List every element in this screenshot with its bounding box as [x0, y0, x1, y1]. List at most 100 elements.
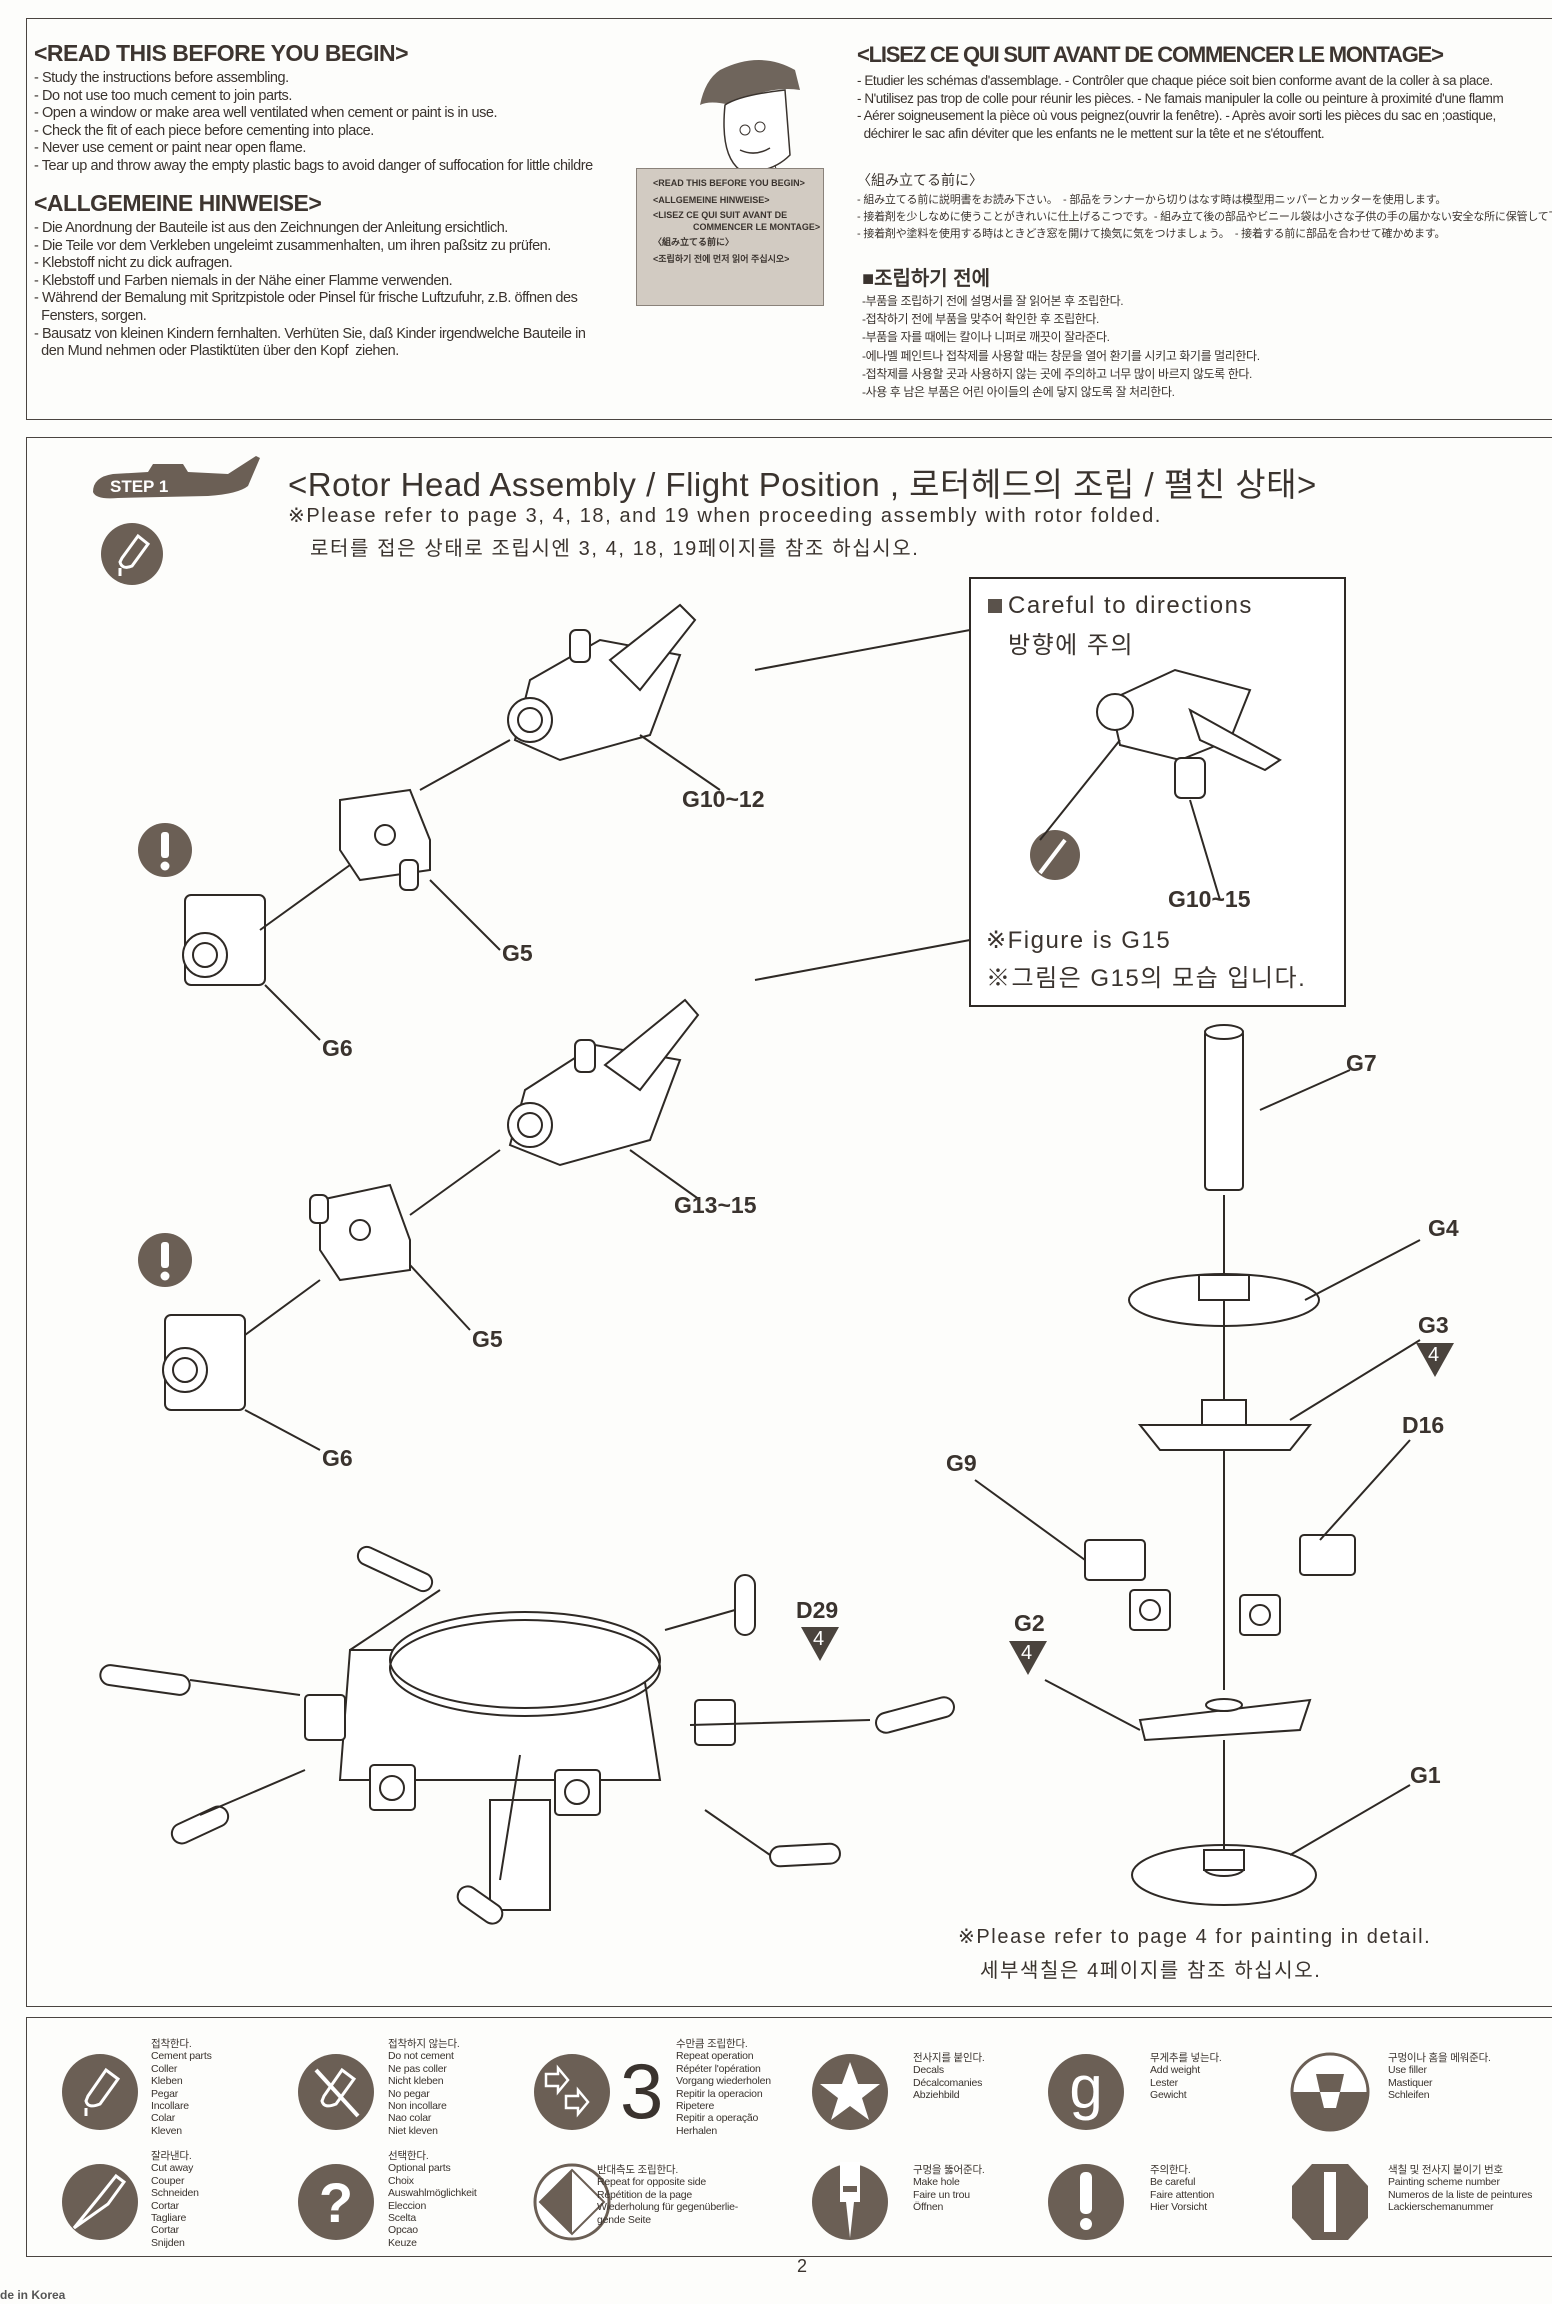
legend-line: Lester: [1150, 2076, 1178, 2089]
korean-item: -접착제를 사용할 곳과 사용하지 않는 곳에 주의하고 너무 많이 바르지 않…: [862, 366, 1252, 381]
part-label-d29: D29: [796, 1597, 839, 1623]
legend-line: 선택한다.: [388, 2150, 429, 2162]
callout-figure-kr: ※그림은 G15의 모습 입니다.: [986, 965, 1307, 992]
paint-note-kr: 세부색칠은 4페이지를 참조 하십시오.: [980, 1960, 1322, 1982]
english-item: - Do not use too much cement to join par…: [34, 87, 292, 104]
drill-hole-icon: [812, 2162, 888, 2240]
legend-line: Nicht kleben: [388, 2075, 444, 2088]
legend-line: Cortar: [151, 2199, 179, 2212]
legend-line: Schneiden: [151, 2187, 199, 2200]
legend-line: Faire un trou: [913, 2188, 970, 2201]
french-list: - Etudier les schémas d'assemblage. - Co…: [857, 72, 1504, 142]
legend-line: Incollare: [151, 2100, 189, 2113]
legend-line: Cut away: [151, 2162, 194, 2175]
legend-line: No pegar: [388, 2087, 430, 2100]
legend-line: Couper: [151, 2174, 185, 2187]
french-item: déchirer le sac afin déviter que les enf…: [857, 125, 1325, 141]
english-item: - Study the instructions before assembli…: [34, 70, 289, 86]
legend-line: Numeros de la liste de peintures: [1388, 2188, 1533, 2201]
repeat-count: 3: [620, 2047, 664, 2135]
helicopter-step-badge: STEP 1: [93, 456, 260, 499]
german-item: - Klebstoff nicht zu dick aufragen.: [34, 255, 233, 272]
english-item: - Check the fit of each piece before cem…: [34, 122, 374, 139]
part-label-g10-12: G10~12: [682, 786, 765, 812]
german-item: - Die Teile vor dem Verkleben ungeleimt …: [34, 237, 551, 254]
legend-line: Coller: [151, 2062, 178, 2075]
intro-box: [26, 18, 1552, 420]
step-title: <Rotor Head Assembly / Flight Position ,…: [288, 466, 1317, 503]
paint-note-en: ※Please refer to page 4 for painting in …: [958, 1926, 1432, 1948]
knife-cut-icon: [62, 2164, 138, 2240]
part-label-g5: G5: [472, 1326, 503, 1352]
french-item: - Etudier les schémas d'assemblage. - Co…: [857, 73, 1493, 88]
part-g9-d16-cluster: [1084, 1534, 1356, 1636]
svg-text:?: ?: [319, 2171, 353, 2234]
part-label-g3: G3: [1418, 1312, 1449, 1338]
cement-icon: [101, 523, 163, 585]
legend-line: Nao colar: [388, 2112, 432, 2125]
assembled-rotor-head: [304, 1611, 736, 1911]
legend-line: 접착한다.: [151, 2038, 192, 2050]
legend-line: Herhalen: [676, 2124, 718, 2137]
page-number: 2: [797, 2256, 808, 2276]
legend-line: 구멍을 뚫어준다.: [913, 2164, 985, 2176]
part-g13-15: [507, 998, 700, 1167]
step-box: [26, 437, 1552, 2007]
legend-line: Niet kleven: [388, 2124, 438, 2137]
part-label-g5: G5: [502, 940, 533, 966]
legend-line: 접착하지 않는다.: [388, 2038, 460, 2050]
korean-item: -에나멜 페인트나 접착제를 사용할 때는 창문을 열어 환기를 시키고 화기를…: [862, 348, 1260, 363]
part-label-g9: G9: [946, 1450, 977, 1476]
legend-line: Öffnen: [913, 2201, 944, 2214]
french-item: - N'utilisez pas trop de colle pour réun…: [857, 90, 1504, 106]
legend-line: Eleccion: [388, 2199, 427, 2212]
legend-line: Gewicht: [1150, 2089, 1187, 2102]
part-g6-lower: [162, 1314, 246, 1411]
no-cement-icon: [298, 2054, 374, 2130]
legend-line: Cement parts: [151, 2050, 212, 2063]
legend-line: Choix: [388, 2174, 414, 2187]
legend-line: gende Seite: [597, 2213, 651, 2226]
leader-lines: [189, 734, 1421, 1881]
legend-line: Be careful: [1150, 2176, 1196, 2189]
french-title: <LISEZ CE QUI SUIT AVANT DE COMMENCER LE…: [857, 42, 1444, 67]
french-item: - Aérer soigneusement la pièce où vous p…: [857, 108, 1496, 124]
paint-number-badge: 4: [1009, 1641, 1047, 1675]
part-g5-lower: [309, 1183, 411, 1282]
square-bullet-icon: [988, 599, 1002, 613]
legend-line: Repitir a operação: [676, 2112, 759, 2125]
filler-icon: [1290, 2052, 1370, 2132]
repeat-icon: [534, 2054, 610, 2130]
svg-text:g: g: [1069, 2054, 1102, 2121]
legend-line: Repeat for opposite side: [597, 2176, 707, 2189]
japanese-item: - 接着剤を少しなめに使うことがきれいに仕上げるこつです。- 組み立て後の部品や…: [857, 211, 1552, 223]
legend-line: Add weight: [1150, 2064, 1200, 2077]
cement-icon: [62, 2054, 138, 2130]
legend-line: Decals: [913, 2064, 944, 2077]
legend-line: 구멍이나 홈을 메워준다.: [1388, 2052, 1491, 2064]
legend-line: Faire attention: [1150, 2188, 1215, 2201]
legend-line: Ne pas coller: [388, 2062, 447, 2075]
step-note-en: ※Please refer to page 3, 4, 18, and 19 w…: [288, 505, 1162, 527]
sign-line: COMMENCER LE MONTAGE>: [693, 222, 821, 232]
legend-line: Snijden: [151, 2236, 185, 2249]
read-this-sign: <READ THIS BEFORE YOU BEGIN> <ALLGEMEINE…: [636, 168, 824, 306]
english-item: - Open a window or make area well ventil…: [34, 105, 498, 122]
legend-line: 주의한다.: [1150, 2164, 1191, 2176]
legend-line: Répéter l'opération: [676, 2062, 761, 2075]
legend-line: Kleven: [151, 2124, 182, 2137]
question-icon: ?: [298, 2164, 374, 2240]
legend-line: Non incollare: [388, 2100, 447, 2113]
paint-number-badge: 4: [1416, 1343, 1454, 1377]
legend-line: Scelta: [388, 2212, 416, 2225]
part-label-g4: G4: [1428, 1215, 1459, 1241]
